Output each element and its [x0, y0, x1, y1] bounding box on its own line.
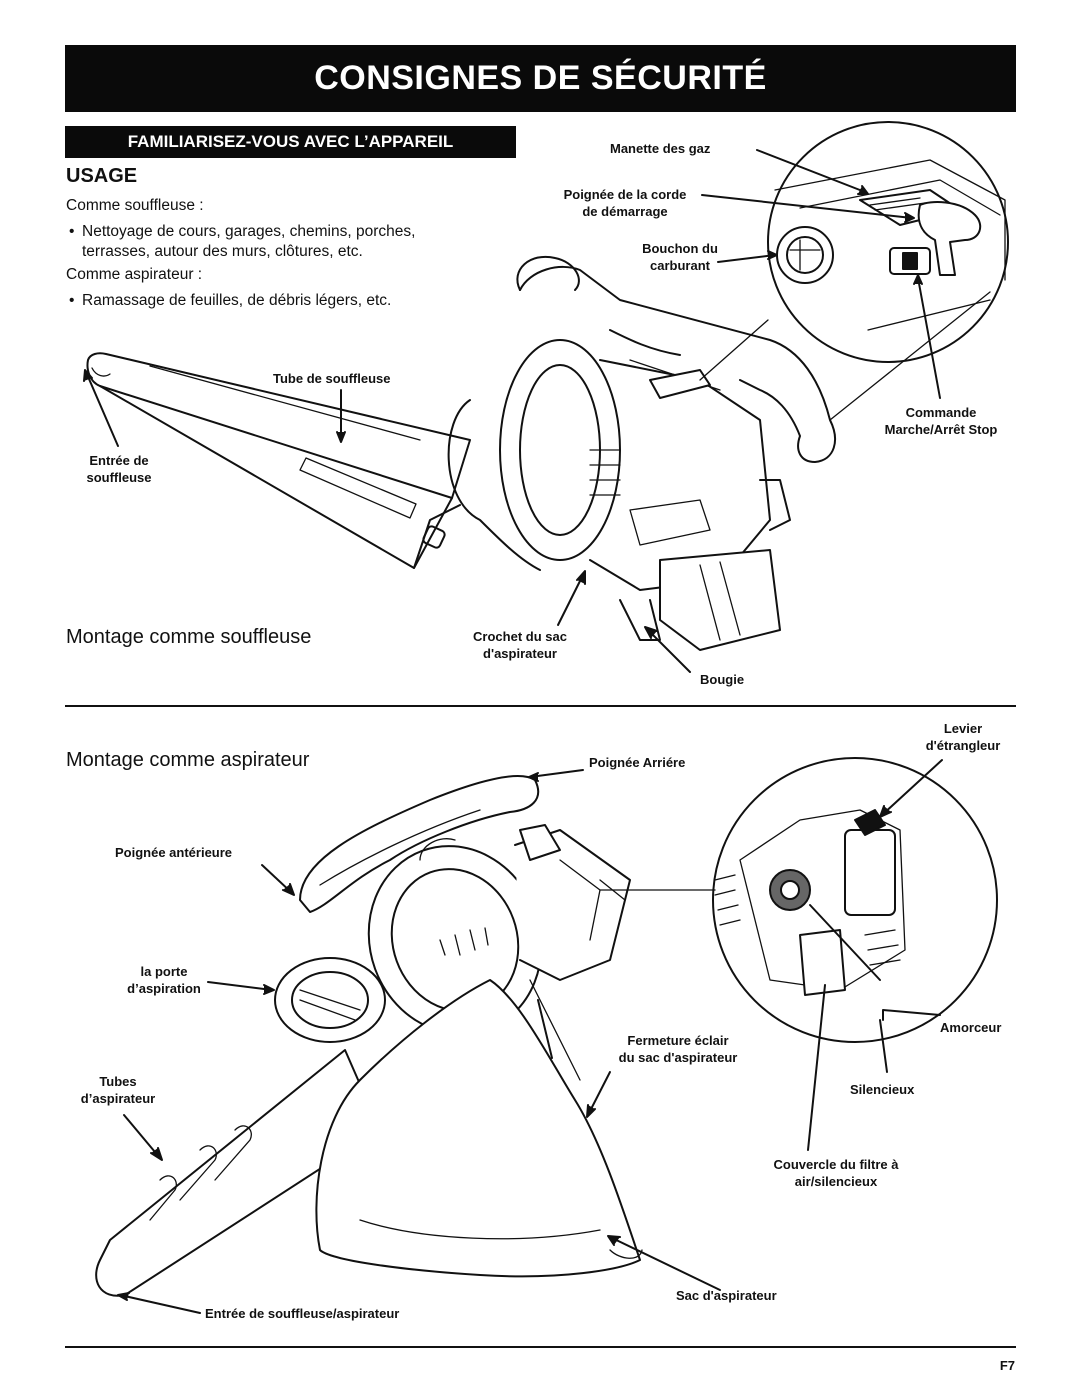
label-rear-handle: Poignée Arriére	[589, 755, 686, 770]
bullet-dot: •	[69, 223, 75, 240]
blower-tube-drawing	[86, 352, 471, 569]
label-choke-line2: d'étrangleur	[925, 738, 1001, 753]
label-choke-lever: Levier d'étrangleur	[911, 720, 1015, 754]
label-zipper-line1: Fermeture éclair	[627, 1033, 729, 1048]
label-primer: Amorceur	[940, 1020, 1002, 1035]
blower-bullet-line1: Nettoyage de cours, garages, chemins, po…	[82, 223, 416, 240]
label-starter-handle: Poignée de la corde de démarrage	[545, 186, 705, 220]
label-filter-cover: Couvercle du filtre à air/silencieux	[752, 1156, 920, 1190]
vacuum-leaders	[117, 759, 943, 1314]
zoom-connector	[699, 319, 769, 381]
label-vacuum-bag: Sac d'aspirateur	[676, 1288, 777, 1303]
page-number: F7	[999, 1358, 1015, 1373]
label-vacuum-tubes: Tubes d’aspirateur	[68, 1073, 168, 1107]
page-title-banner: CONSIGNES DE SÉCURITÉ	[65, 45, 1016, 112]
label-fuel-cap: Bouchon du carburant	[630, 240, 730, 274]
footer-divider	[65, 1346, 1016, 1348]
section-title: FAMILIARISEZ-VOUS AVEC L’APPAREIL	[127, 132, 454, 151]
label-intake-door-line2: d’aspiration	[127, 981, 201, 996]
blower-bullet-line2: terrasses, autour des murs, clôtures, et…	[82, 243, 363, 260]
usage-heading: USAGE	[66, 165, 138, 187]
label-blower-tube: Tube de souffleuse	[273, 371, 391, 386]
blower-bullet: • Nettoyage de cours, garages, chemins, …	[69, 222, 416, 262]
label-front-handle: Poignée antérieure	[115, 845, 233, 860]
label-fuel-cap-line1: Bouchon du	[642, 241, 718, 256]
label-blower-inlet: Entrée de souffleuse	[78, 452, 160, 486]
label-filter-cover-line1: Couvercle du filtre à	[773, 1157, 899, 1172]
label-on-off-switch: Commande Marche/Arrêt Stop	[868, 404, 1014, 438]
vacuum-bag-drawing	[315, 979, 643, 1278]
label-bag-hook-line2: d'aspirateur	[483, 646, 557, 661]
vacuum-assembly-heading: Montage comme aspirateur	[66, 749, 310, 771]
blower-leaders	[83, 149, 941, 673]
intake-door-drawing	[274, 957, 386, 1043]
label-spark-plug: Bougie	[700, 672, 745, 687]
vacuum-bullet-text: Ramassage de feuilles, de débris légers,…	[82, 292, 392, 309]
label-choke-line1: Levier	[943, 721, 983, 736]
label-intake-door: la porte d’aspiration	[118, 963, 210, 997]
blower-intro: Comme souffleuse :	[66, 197, 204, 214]
label-intake-door-line1: la porte	[140, 964, 188, 979]
label-muffler: Silencieux	[850, 1082, 915, 1097]
label-inlet: Entrée de souffleuse/aspirateur	[205, 1306, 400, 1321]
vacuum-intro: Comme aspirateur :	[66, 266, 203, 283]
label-starter-handle-line2: de démarrage	[582, 204, 668, 219]
bullet-dot: •	[69, 292, 75, 309]
label-starter-handle-line1: Poignée de la corde	[563, 187, 687, 202]
section-title-bar: FAMILIARISEZ-VOUS AVEC L’APPAREIL	[65, 126, 516, 158]
engine-side-zoom	[712, 757, 998, 1043]
label-bag-hook-line1: Crochet du sac	[473, 629, 567, 644]
label-fuel-cap-line2: carburant	[650, 258, 710, 273]
label-tubes-line2: d’aspirateur	[80, 1091, 156, 1106]
label-throttle: Manette des gaz	[610, 141, 711, 156]
label-filter-cover-line2: air/silencieux	[794, 1174, 878, 1189]
section-divider	[65, 705, 1016, 707]
label-bag-hook: Crochet du sac d'aspirateur	[458, 628, 582, 662]
label-tubes-line1: Tubes	[99, 1074, 137, 1089]
label-on-off-line2: Marche/Arrêt Stop	[884, 422, 998, 437]
label-blower-inlet-line1: Entrée de	[89, 453, 149, 468]
page-title: CONSIGNES DE SÉCURITÉ	[314, 59, 767, 97]
control-panel-zoom	[767, 121, 1009, 363]
label-on-off-line1: Commande	[905, 405, 977, 420]
zoom-connector	[829, 291, 991, 421]
label-bag-zipper: Fermeture éclair du sac d'aspirateur	[598, 1032, 758, 1066]
label-zipper-line2: du sac d'aspirateur	[618, 1050, 738, 1065]
engine-body-drawing	[447, 255, 836, 651]
blower-assembly-heading: Montage comme souffleuse	[66, 626, 312, 648]
label-blower-inlet-line2: souffleuse	[86, 470, 152, 485]
vacuum-bullet: • Ramassage de feuilles, de débris léger…	[69, 291, 392, 311]
vacuum-handle-drawing	[299, 775, 540, 913]
